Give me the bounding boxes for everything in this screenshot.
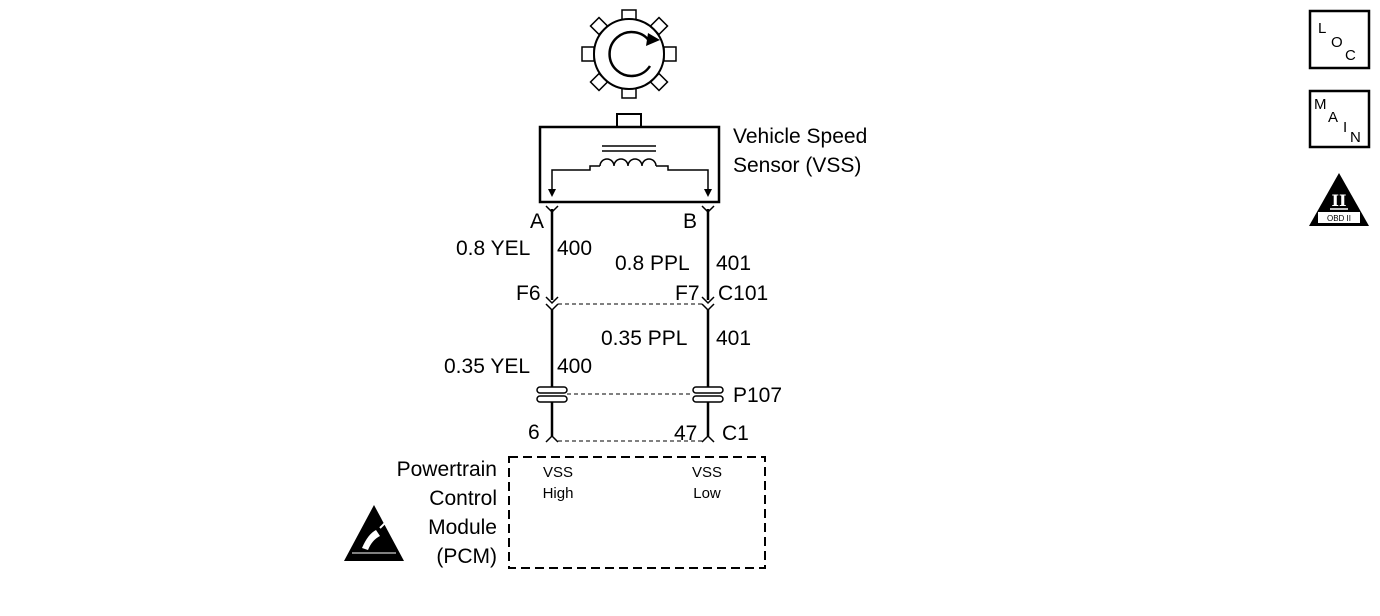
wire-a-lower-gauge: 0.35 YEL: [444, 355, 530, 378]
tone-wheel-icon: [581, 9, 677, 99]
loc-l3: C: [1345, 47, 1356, 64]
c101-label: C101: [718, 282, 768, 305]
vss-sensor: [538, 113, 721, 204]
pcm-name-line1: Powertrain: [397, 458, 497, 481]
wire-b-lower-circuit: 401: [716, 327, 751, 350]
wire-b-lower-gauge: 0.35 PPL: [601, 327, 687, 350]
main-nav-icon[interactable]: M A I N: [1308, 89, 1371, 149]
wire-b-connector-pin: F7: [675, 282, 700, 305]
c1-connector: [545, 434, 715, 443]
obd-numeral: II: [1332, 191, 1347, 210]
main-l4: N: [1350, 129, 1361, 146]
main-l2: A: [1328, 109, 1338, 126]
pcm-name-line4: (PCM): [436, 545, 497, 568]
sensor-name-line1: Vehicle Speed: [733, 125, 867, 148]
obd-caption: OBD II: [1327, 214, 1351, 223]
wire-b-upper-circuit: 401: [716, 252, 751, 275]
sensor-terminal-chevrons: [545, 205, 715, 214]
vss-low-line2: Low: [693, 485, 721, 502]
loc-l2: O: [1331, 34, 1343, 51]
pcm-box: [508, 456, 766, 569]
terminal-b-label: B: [683, 210, 697, 233]
pcm-name-line3: Module: [428, 516, 497, 539]
loc-l1: L: [1318, 20, 1326, 37]
pcm-name-line2: Control: [429, 487, 497, 510]
terminal-a-label: A: [530, 210, 544, 233]
wire-b-upper-gauge: 0.8 PPL: [615, 252, 690, 275]
main-l1: M: [1314, 96, 1327, 113]
esd-warning-icon: [344, 505, 404, 561]
wire-a-upper-circuit: 400: [557, 237, 592, 260]
vss-low-line1: VSS: [692, 464, 722, 481]
p107-pass-through: [536, 386, 724, 403]
vss-high-line1: VSS: [543, 464, 573, 481]
vss-high-line2: High: [543, 485, 574, 502]
c101-connector: [545, 296, 715, 312]
pcm-pin-b: 47: [674, 422, 697, 445]
c1-label: C1: [722, 422, 749, 445]
p107-label: P107: [733, 384, 782, 407]
pcm-pin-a: 6: [528, 421, 540, 444]
wire-a-upper-gauge: 0.8 YEL: [456, 237, 530, 260]
obd-ii-icon[interactable]: II OBD II: [1309, 173, 1369, 226]
wire-a-connector-pin: F6: [516, 282, 541, 305]
main-l3: I: [1343, 119, 1347, 136]
sensor-name-line2: Sensor (VSS): [733, 154, 861, 177]
wire-a-lower-circuit: 400: [557, 355, 592, 378]
loc-nav-icon[interactable]: L O C: [1308, 9, 1371, 70]
